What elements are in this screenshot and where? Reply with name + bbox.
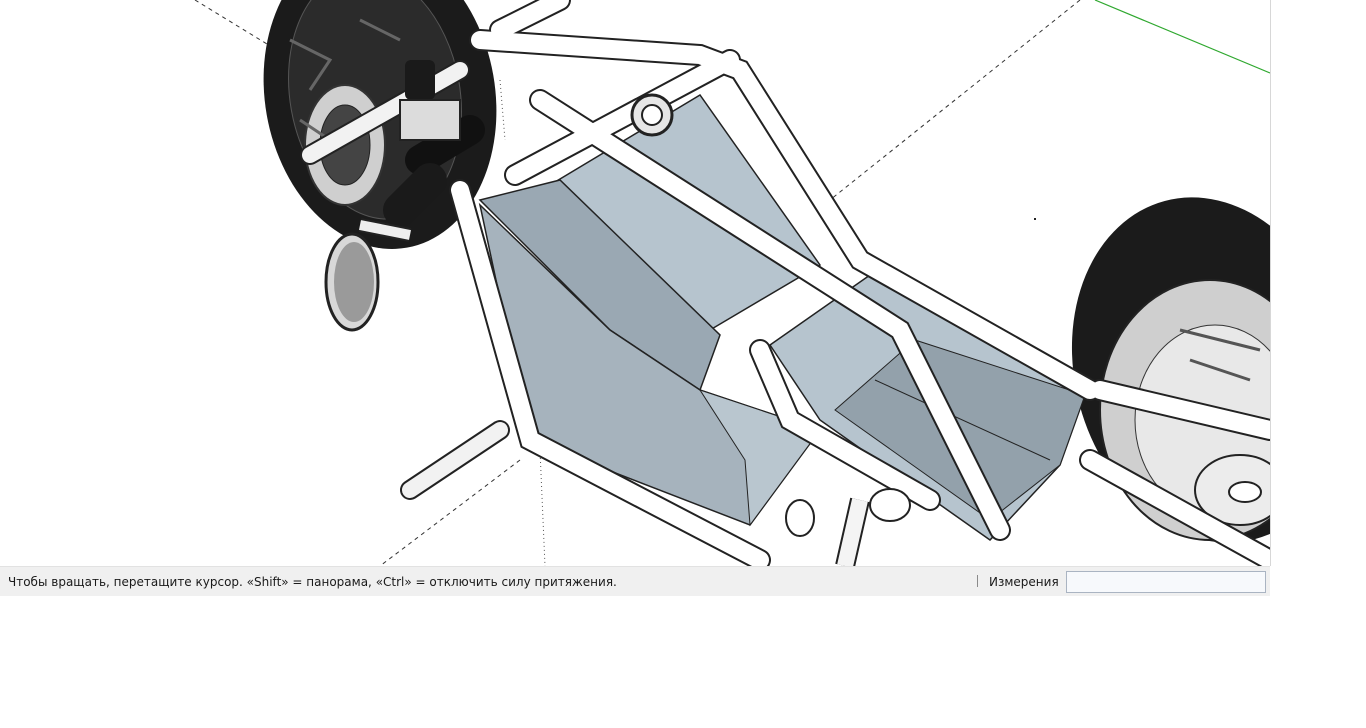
status-divider (977, 575, 978, 587)
frame (449, 0, 1270, 566)
model-canvas[interactable] (0, 0, 1270, 566)
status-hint: Чтобы вращать, перетащите курсор. «Shift… (8, 575, 617, 589)
handlebar (300, 60, 485, 242)
guide-line (194, 0, 286, 56)
engine-mounts (785, 488, 911, 566)
measurements-input[interactable] (1066, 571, 1266, 593)
green-axis (1094, 0, 1270, 74)
mirror (324, 232, 380, 332)
foot-peg (400, 420, 510, 500)
measurements-label: Измерения (989, 575, 1059, 589)
guide-line (539, 449, 546, 566)
guide-line (829, 0, 1081, 201)
cursor-mark (1034, 218, 1036, 220)
fuel-cap (630, 93, 674, 137)
3d-viewport[interactable] (0, 0, 1271, 566)
guide-line (499, 79, 506, 141)
status-bar: Чтобы вращать, перетащите курсор. «Shift… (0, 566, 1270, 596)
guide-line (379, 459, 521, 566)
